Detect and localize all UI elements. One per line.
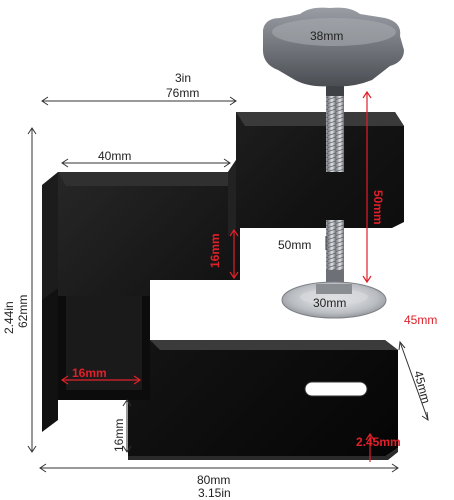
threaded-screw-icon bbox=[326, 92, 344, 284]
label-top-width-in: 3in bbox=[175, 71, 191, 85]
label-thickness: 2.45mm bbox=[356, 435, 401, 449]
label-total-width-in: 3.15in bbox=[198, 486, 231, 500]
label-base-height: 16mm bbox=[112, 419, 126, 452]
label-gap-height: 16mm bbox=[208, 233, 222, 268]
mounting-slot bbox=[304, 381, 368, 397]
label-step-width: 40mm bbox=[98, 149, 131, 163]
red-dimension-lines bbox=[60, 90, 375, 462]
label-lower-gap: 16mm bbox=[72, 366, 107, 380]
label-screw-length-red: 50mm bbox=[371, 190, 385, 225]
label-total-height-in: 2.44in bbox=[2, 301, 16, 334]
label-knob-diameter: 38mm bbox=[310, 29, 343, 43]
leveling-foot-icon bbox=[281, 270, 387, 319]
label-top-width-mm: 76mm bbox=[166, 86, 199, 100]
label-total-height-mm: 62mm bbox=[16, 295, 30, 328]
label-total-width-mm: 80mm bbox=[197, 473, 230, 487]
label-foot-offset: 45mm bbox=[404, 313, 437, 327]
label-foot-diameter: 30mm bbox=[313, 296, 346, 310]
dimension-lines bbox=[27, 96, 429, 473]
label-screw-length: 50mm bbox=[278, 238, 311, 252]
z-bracket-icon bbox=[42, 112, 404, 460]
label-base-depth: 45mm bbox=[411, 369, 433, 405]
star-knob-icon bbox=[262, 7, 404, 96]
